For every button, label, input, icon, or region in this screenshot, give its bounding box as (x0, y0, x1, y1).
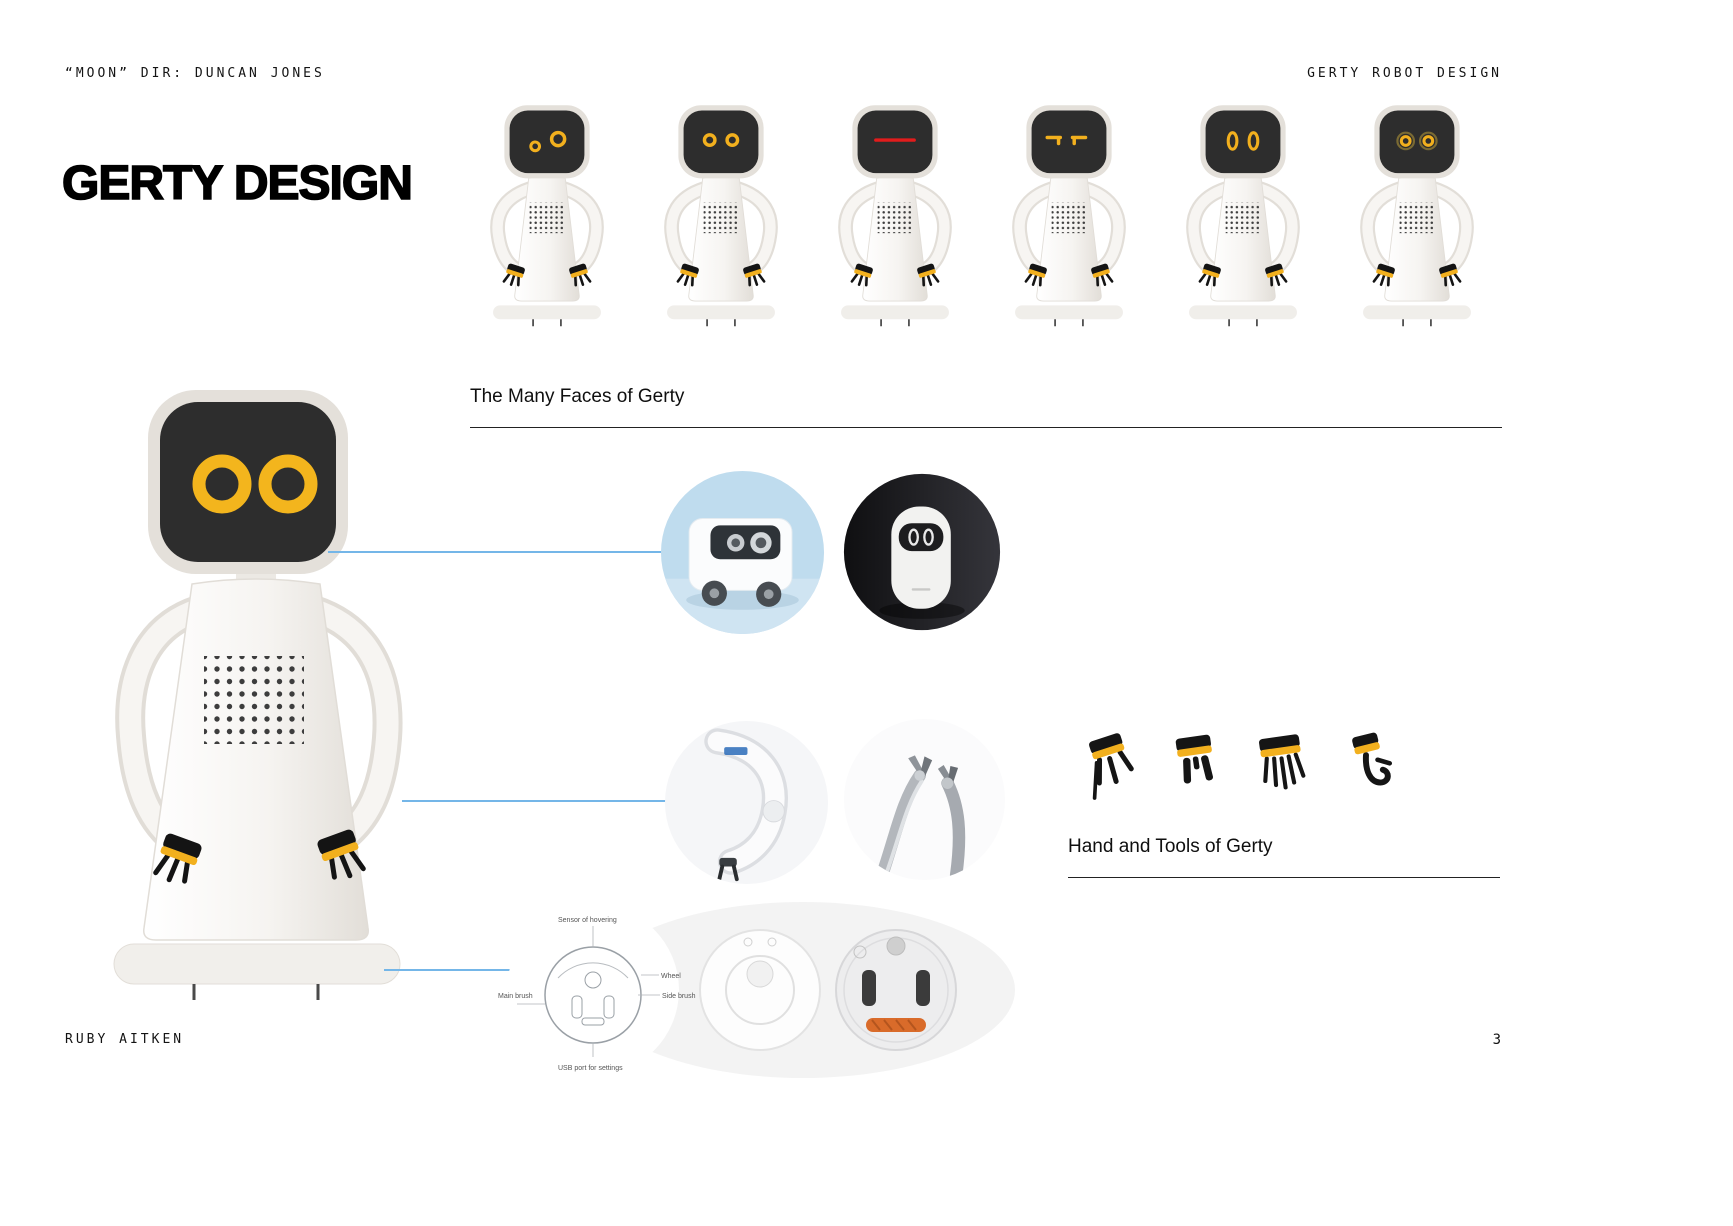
face-equal-ring-eyes (702, 133, 740, 148)
vacuum-underside-view (835, 929, 957, 1051)
robot-vacuum-diagrams: Sensor of hovering Wheel Side brush Main… (498, 902, 1015, 1078)
boxy-delivery-robot-photo (660, 470, 825, 635)
svg-text:Sensor of hovering: Sensor of hovering (558, 917, 617, 924)
gerty-variant-oval-eyes (1156, 100, 1330, 335)
footer-author: RUBY AITKEN (65, 1032, 185, 1047)
gerty-main-illustration (113, 390, 403, 1000)
cylindrical-home-robot-photo (843, 473, 1001, 631)
faces-underline (470, 427, 1502, 428)
page-title: GERTY DESIGN (61, 156, 413, 211)
header-project-title: GERTY ROBOT DESIGN (1307, 66, 1502, 81)
face-tall-oval-eyes (1226, 131, 1260, 151)
face-goggle-ring-eyes (1396, 131, 1438, 151)
multi-finger-hand-icon (1259, 734, 1306, 790)
two-prong-gripper-icon (1175, 734, 1213, 784)
connector-base-to-references (384, 969, 536, 971)
page-number: 3 (1492, 1032, 1502, 1048)
faces-row (460, 100, 1504, 335)
svg-text:Side brush: Side brush (662, 993, 696, 1000)
connector-head-to-references (328, 551, 662, 553)
face-red-sleep-line (874, 138, 916, 142)
gerty-variant-goggle-eyes (1330, 100, 1504, 335)
vacuum-line-diagram: Sensor of hovering Wheel Side brush Main… (498, 917, 696, 1072)
face-squint-eyes (1045, 135, 1088, 146)
vacuum-top-view (699, 929, 821, 1051)
svg-text:USB port for settings: USB port for settings (558, 1065, 623, 1072)
gerty-variant-asymmetric-eyes (460, 100, 634, 335)
left-gripper-hand (153, 833, 202, 884)
gerty-variant-equal-eyes (634, 100, 808, 335)
tools-row (1076, 722, 1398, 806)
header-film-credit: “MOON” DIR: DUNCAN JONES (65, 66, 325, 81)
svg-text:Main brush: Main brush (498, 993, 533, 1000)
gerty-variant-sleep-line (808, 100, 982, 335)
hands-underline (1068, 877, 1500, 878)
gerty-main-eyes (192, 454, 318, 514)
claw-and-stylus-icon (1089, 733, 1134, 800)
gerty-variant-squint (982, 100, 1156, 335)
right-gripper-hand (317, 829, 366, 880)
svg-text:Wheel: Wheel (661, 973, 681, 980)
faces-caption: The Many Faces of Gerty (470, 386, 685, 407)
white-robot-arm-photo (664, 720, 829, 885)
face-asymmetric-ring-eyes (529, 130, 567, 153)
hands-caption: Hand and Tools of Gerty (1068, 836, 1273, 857)
connector-hand-to-references (402, 800, 666, 802)
hook-tool-icon (1352, 732, 1393, 786)
metal-gripper-arms-photo (843, 718, 1006, 881)
speaker-grille (204, 656, 304, 744)
